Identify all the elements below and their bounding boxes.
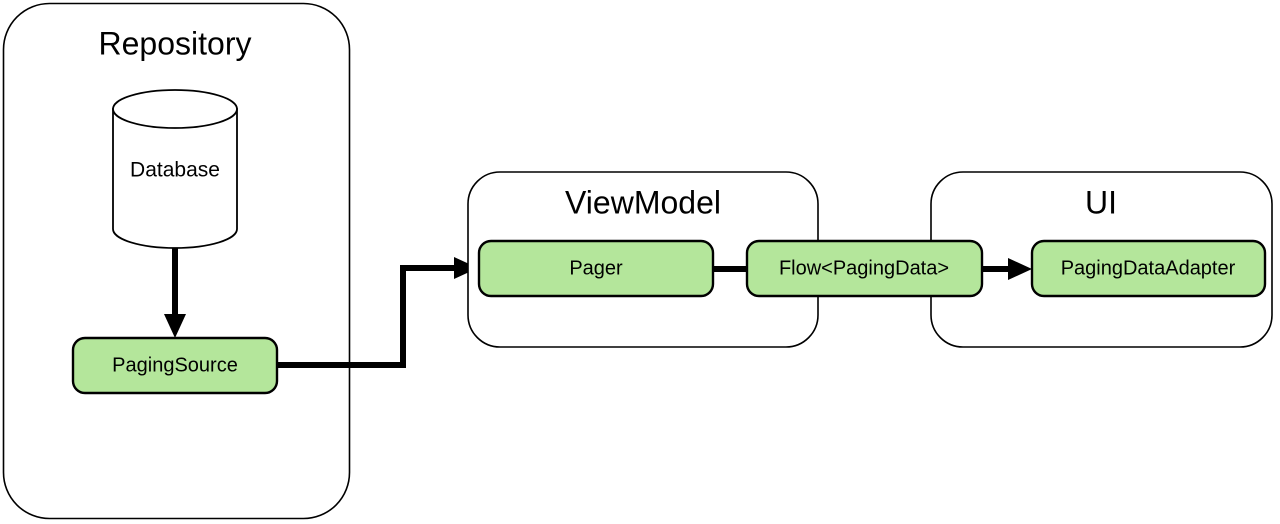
node-flow-paging-data[interactable]: Flow<PagingData> <box>745 239 984 298</box>
ui-title: UI <box>1085 184 1117 220</box>
flow-paging-data-label: Flow<PagingData> <box>779 257 949 279</box>
paging-source-label: PagingSource <box>112 354 238 376</box>
node-paging-data-adapter[interactable]: PagingDataAdapter <box>1030 239 1267 298</box>
edge-database-to-paging-source-arrowhead <box>164 314 186 338</box>
node-database: Database <box>112 89 238 249</box>
edge-paging-source-to-pager <box>277 257 478 368</box>
paging-data-adapter-shape[interactable] <box>1030 239 1267 298</box>
edge-flow-to-paging-data-adapter <box>980 258 1032 280</box>
node-pager[interactable]: Pager <box>477 239 715 298</box>
database-cylinder-body <box>112 108 238 249</box>
edge-flow-to-paging-data-adapter-arrowhead <box>1008 258 1032 280</box>
pager-label: Pager <box>569 257 623 279</box>
repository-title: Repository <box>99 25 252 61</box>
database-cylinder-top <box>112 89 238 129</box>
flow-paging-data-shape[interactable] <box>745 239 984 298</box>
edge-paging-source-to-pager-line <box>277 265 462 368</box>
edge-database-to-paging-source <box>164 248 186 338</box>
viewmodel-title: ViewModel <box>565 184 721 220</box>
pager-shape[interactable] <box>477 239 715 298</box>
database-label: Database <box>130 159 220 182</box>
edge-paging-source-to-pager-arrowhead <box>454 257 478 279</box>
paging-data-adapter-label: PagingDataAdapter <box>1061 257 1236 279</box>
node-paging-source[interactable]: PagingSource <box>71 336 279 395</box>
